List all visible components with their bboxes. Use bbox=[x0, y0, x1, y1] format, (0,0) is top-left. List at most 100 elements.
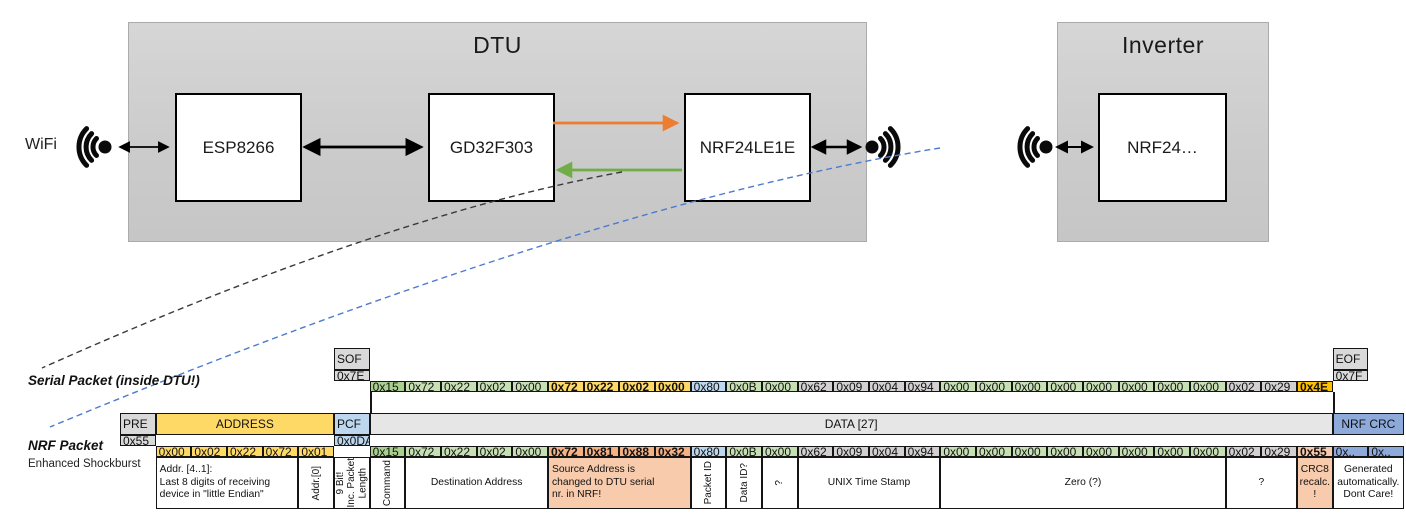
nrf-byte-cell: 0x09 bbox=[833, 446, 869, 457]
annotation-cell: Zero (?) bbox=[940, 457, 1226, 509]
nrf-byte-cell: 0x02 bbox=[476, 446, 513, 457]
serial-byte-cell: 0x29 bbox=[1261, 381, 1297, 392]
serial-byte-cell: 0x80 bbox=[690, 381, 727, 392]
annotation-cell: Command bbox=[369, 457, 406, 509]
eof-header: EOF bbox=[1332, 348, 1369, 370]
pcf-header: PCF bbox=[334, 413, 370, 435]
nrf-crc-header: NRF CRC bbox=[1332, 413, 1404, 435]
nrf-address-byte-cell: 0x72 bbox=[262, 446, 299, 457]
annotation-cell: Packet ID bbox=[690, 457, 727, 509]
nrf-byte-cell: 0x22 bbox=[441, 446, 477, 457]
nrf-byte-cell: 0x29 bbox=[1261, 446, 1297, 457]
nrf-byte-cell: 0x00 bbox=[976, 446, 1012, 457]
nrf-address-byte-cell: 0x00 bbox=[155, 446, 192, 457]
nrf-byte-cell: 0x94 bbox=[904, 446, 941, 457]
annotation-vertical-text: Addr.[0] bbox=[310, 465, 322, 501]
annotation-vertical-text: ? bbox=[774, 480, 786, 486]
serial-byte-cell: 0x00 bbox=[940, 381, 976, 392]
sof-header: SOF bbox=[334, 348, 370, 370]
annotation-cell: ? bbox=[762, 457, 798, 509]
serial-byte-cell: 0x02 bbox=[1225, 381, 1262, 392]
nrf-byte-cell: 0x15 bbox=[369, 446, 406, 457]
serial-byte-cell: 0x22 bbox=[441, 381, 477, 392]
nrf-header-row: PRE ADDRESS PCF DATA [27] NRF CRC bbox=[120, 413, 1404, 435]
esp8266-label: ESP8266 bbox=[202, 137, 275, 157]
nrf-byte-cell: 0x00 bbox=[762, 446, 798, 457]
annotation-cell: CRC8 recalc. ! bbox=[1297, 457, 1333, 509]
nrf-byte-cell: 0x04 bbox=[869, 446, 905, 457]
nrf-byte-cell: 0x62 bbox=[797, 446, 834, 457]
data-connector-right bbox=[1332, 392, 1369, 413]
serial-byte-cell: 0x00 bbox=[1190, 381, 1226, 392]
serial-byte-cell: 0x62 bbox=[797, 381, 834, 392]
serial-byte-cell: 0x02 bbox=[476, 381, 513, 392]
wifi-icon-inverter bbox=[1017, 126, 1053, 168]
serial-byte-cell: 0x22 bbox=[583, 381, 620, 392]
annotation-cell: Source Address is changed to DTU serial … bbox=[548, 457, 691, 509]
serial-byte-cell: 0x00 bbox=[1011, 381, 1048, 392]
nrf-packet-label: NRF Packet bbox=[28, 438, 104, 453]
nrf-byte-cell: 0x00 bbox=[1118, 446, 1155, 457]
annotation-cell: Generated automatically. Dont Care! bbox=[1332, 457, 1404, 509]
sof-value: 0x7E bbox=[334, 370, 370, 381]
nrf-byte-cell: 0x00 bbox=[1154, 446, 1190, 457]
annotation-vertical-text: Packet ID bbox=[702, 461, 714, 505]
nrf-byte-cell: 0x00 bbox=[1011, 446, 1048, 457]
serial-byte-cell: 0x00 bbox=[512, 381, 548, 392]
serial-byte-cell: 0x00 bbox=[1047, 381, 1083, 392]
nrf-address-byte-cell: 0x22 bbox=[227, 446, 263, 457]
annotation-vertical-text: Command bbox=[381, 459, 393, 507]
nrf-byte-cell: 0x00 bbox=[512, 446, 548, 457]
serial-byte-cell: 0x00 bbox=[1118, 381, 1155, 392]
enhanced-shockburst-label: Enhanced Shockburst bbox=[28, 458, 141, 470]
wifi-label: WiFi bbox=[25, 136, 57, 153]
esp8266-box: ESP8266 bbox=[175, 93, 302, 202]
nrf-crc-byte-cell: 0x.. bbox=[1332, 446, 1369, 457]
nrf-byte-cell: 0x88 bbox=[619, 446, 655, 457]
serial-byte-cell: 0x4E bbox=[1297, 381, 1333, 392]
nrf24le1e-box: NRF24LE1E bbox=[684, 93, 811, 202]
annotation-vertical-text: 9 Bit! Inc. Packet Length bbox=[335, 458, 369, 508]
gd32f303-box: GD32F303 bbox=[428, 93, 555, 202]
table-connector-row bbox=[120, 392, 1404, 413]
inverter-title: Inverter bbox=[1122, 32, 1204, 58]
eof-value: 0x7F bbox=[1332, 370, 1369, 381]
annotation-cell: Data ID? bbox=[726, 457, 762, 509]
nrf-address-byte-cell: 0x01 bbox=[298, 446, 334, 457]
pre-header: PRE bbox=[120, 413, 156, 435]
nrf-address-byte-cell: 0x02 bbox=[191, 446, 227, 457]
wifi-icon-dtu-antenna bbox=[865, 126, 901, 168]
wifi-icon-dtu bbox=[76, 126, 112, 168]
inverter-nrf24-label: NRF24… bbox=[1127, 137, 1198, 157]
serial-header-row: SOF EOF bbox=[120, 348, 1404, 370]
nrf-byte-cell: 0x32 bbox=[655, 446, 691, 457]
serial-byte-cell: 0x72 bbox=[548, 381, 584, 392]
nrf-byte-cell: 0x02 bbox=[1225, 446, 1262, 457]
annotation-row: Addr. [4..1]: Last 8 digits of receiving… bbox=[120, 457, 1404, 509]
serial-byte-cell: 0x09 bbox=[833, 381, 869, 392]
data-header: DATA [27] bbox=[369, 413, 1333, 435]
nrf-byte-cell: 0x81 bbox=[583, 446, 620, 457]
address-header: ADDRESS bbox=[155, 413, 334, 435]
annotation-cell: Destination Address bbox=[405, 457, 548, 509]
serial-byte-cell: 0x72 bbox=[405, 381, 441, 392]
nrf-byte-cell: 0x72 bbox=[405, 446, 441, 457]
nrf-byte-cell: 0x00 bbox=[1083, 446, 1119, 457]
nrf24le1e-label: NRF24LE1E bbox=[699, 137, 796, 157]
serial-byte-cell: 0x00 bbox=[1083, 381, 1119, 392]
annotation-vertical-text: Data ID? bbox=[738, 463, 750, 503]
dtu-title: DTU bbox=[473, 32, 522, 58]
serial-byte-cell: 0x04 bbox=[869, 381, 905, 392]
serial-byte-cell: 0x0B bbox=[726, 381, 762, 392]
inverter-nrf24-box: NRF24… bbox=[1098, 93, 1227, 202]
pre-value: 0x55 bbox=[120, 435, 156, 446]
annotation-cell: UNIX Time Stamp bbox=[797, 457, 941, 509]
annotation-cell: Addr.[0] bbox=[298, 457, 334, 509]
nrf-crc-byte-cell: 0x.. bbox=[1368, 446, 1404, 457]
serial-byte-cell: 0x00 bbox=[1154, 381, 1190, 392]
nrf-byte-cell: 0x0B bbox=[726, 446, 762, 457]
nrf-byte-cell: 0x55 bbox=[1297, 446, 1333, 457]
serial-byte-cell: 0x00 bbox=[655, 381, 691, 392]
